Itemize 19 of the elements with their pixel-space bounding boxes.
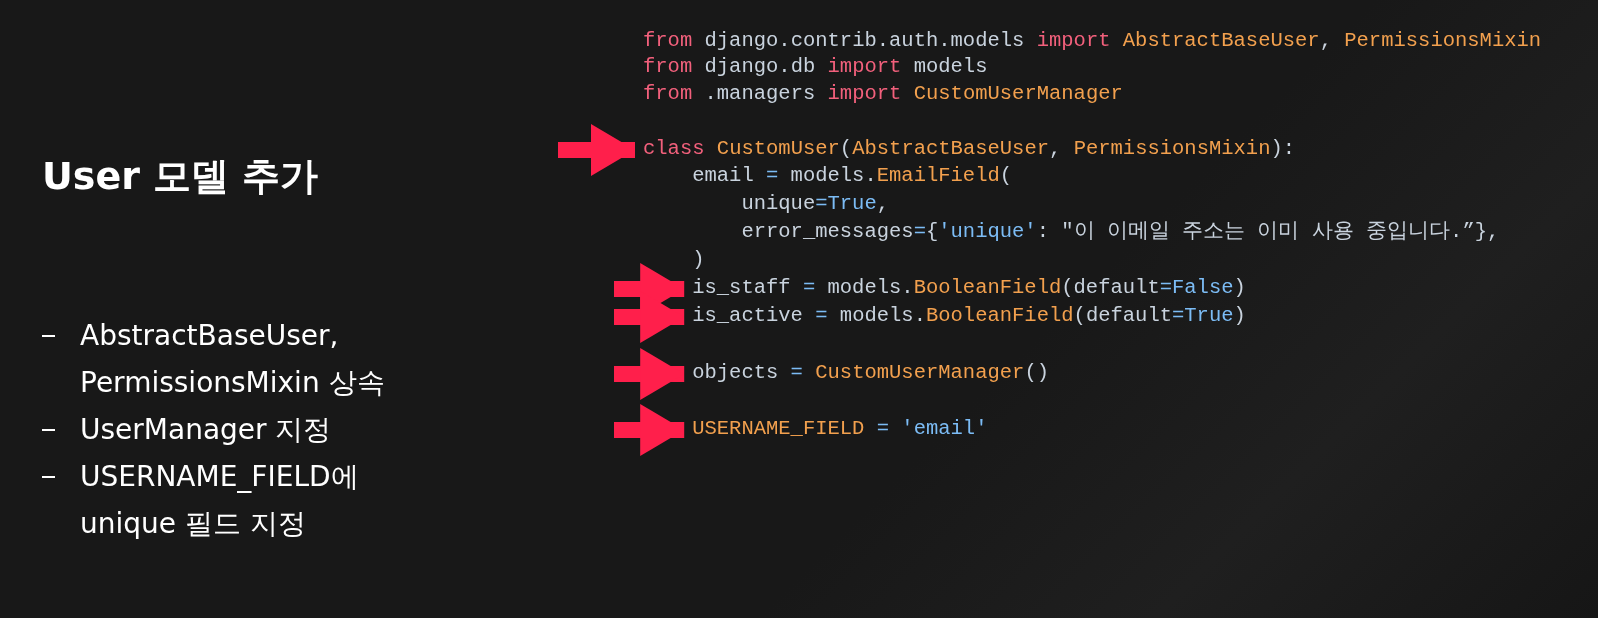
code-line: is_staff = models.BooleanField(default=False) xyxy=(692,275,1246,301)
code-line: from .managers import CustomUserManager xyxy=(643,81,1123,107)
code-line: ) xyxy=(692,247,705,273)
arrow xyxy=(558,124,635,176)
code-line: from django.contrib.auth.models import AbstractBaseUser, PermissionsMixin xyxy=(643,28,1542,54)
bullet-text: UserManager 지정 xyxy=(80,412,332,448)
bullet-text: USERNAME_FIELD에 unique 필드 지정 xyxy=(80,459,360,542)
code-line: class CustomUser(AbstractBaseUser, PermissionsMixin): xyxy=(643,136,1296,162)
code-line: error_messages={'unique': "이 이메일 주소는 이미 사용 중입니다.”}, xyxy=(741,219,1500,245)
code-line: from django.db import models xyxy=(643,54,988,80)
slide-title: User 모델 추가 xyxy=(42,153,319,200)
code-line: unique=True, xyxy=(741,191,890,217)
code-line: objects = CustomUserManager() xyxy=(692,360,1049,386)
arrow xyxy=(614,348,685,400)
arrow xyxy=(614,404,685,456)
code-line: email = models.EmailField( xyxy=(692,163,1013,189)
code-line: is_active = models.BooleanField(default=True) xyxy=(692,303,1246,329)
code-line: USERNAME_FIELD = 'email' xyxy=(692,416,988,442)
bullet-text: AbstractBaseUser, PermissionsMixin 상속 xyxy=(80,318,386,401)
